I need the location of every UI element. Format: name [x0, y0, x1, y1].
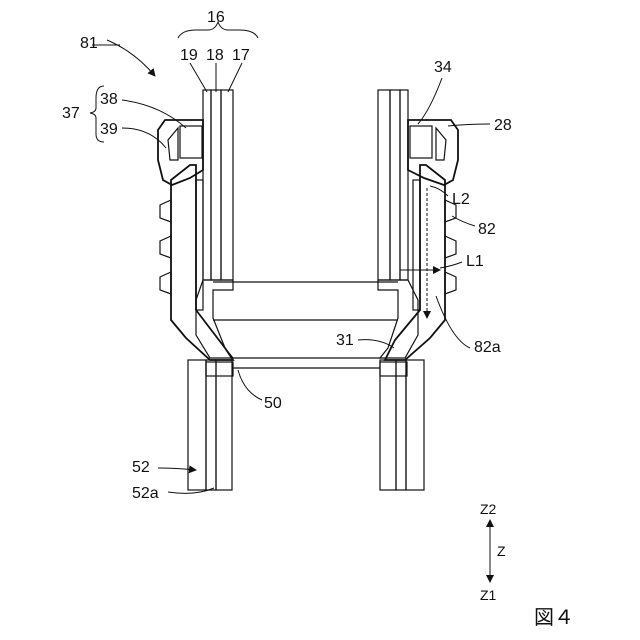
- label-28: 28: [494, 117, 512, 134]
- label-17: 17: [232, 47, 250, 64]
- upper-pipe-left-wall: [203, 90, 233, 280]
- label-16: 16: [207, 9, 225, 26]
- label-39: 39: [100, 121, 118, 138]
- cap-right: [408, 120, 458, 185]
- label-19: 19: [180, 47, 198, 64]
- label-31: 31: [336, 332, 354, 349]
- label-52: 52: [132, 459, 150, 476]
- label-L1: L1: [466, 253, 484, 270]
- label-52a: 52a: [132, 485, 159, 502]
- label-82a: 82a: [474, 339, 501, 356]
- label-82: 82: [478, 221, 496, 238]
- label-81: 81: [80, 35, 98, 52]
- axis-label-z: Z: [497, 543, 506, 559]
- figure-caption: 図４: [534, 605, 574, 629]
- lower-pipe-right-wall: [380, 360, 424, 490]
- label-34: 34: [434, 59, 452, 76]
- axis-label-z2: Z2: [480, 501, 497, 517]
- label-38: 38: [100, 91, 118, 108]
- label-18: 18: [206, 47, 224, 64]
- axis-label-z1: Z1: [480, 587, 497, 603]
- label-37: 37: [62, 105, 80, 122]
- lower-pipe-left-wall: [188, 360, 233, 490]
- leader-lines: [90, 22, 490, 493]
- label-50: 50: [264, 395, 282, 412]
- upper-pipe-right-wall: [378, 90, 408, 280]
- label-L2: L2: [452, 191, 470, 208]
